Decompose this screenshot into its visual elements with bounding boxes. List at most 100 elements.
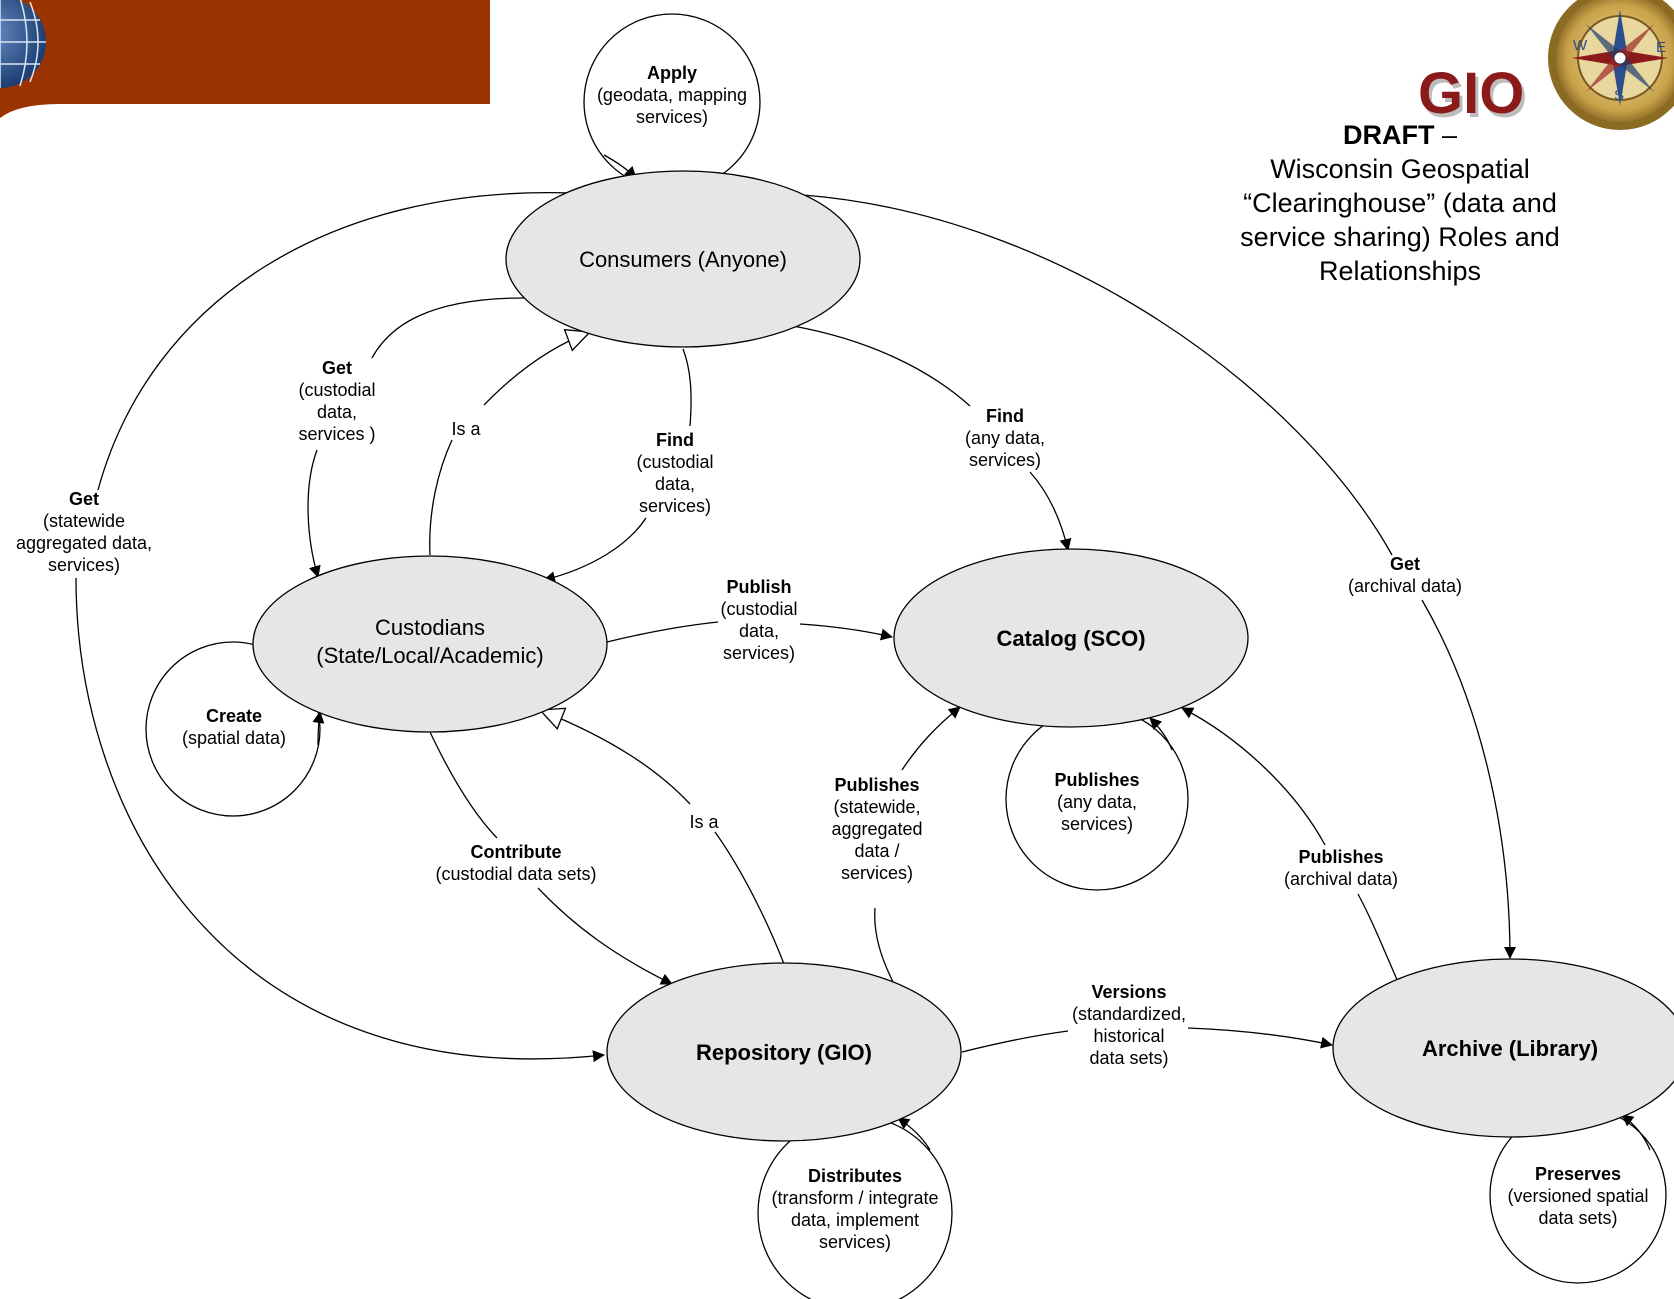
title-line-3: service sharing) Roles and xyxy=(1240,222,1560,252)
is-a-custodians-label-line-0: Is a xyxy=(451,419,481,439)
publishes-archival-label: Publishes(archival data) xyxy=(1284,847,1398,889)
title-line-2: “Clearinghouse” (data and xyxy=(1243,188,1557,218)
distributes-label-line-1: (transform / integrate xyxy=(771,1188,938,1208)
preserves-arrow xyxy=(1621,1114,1651,1151)
publishes-any-label-line-1: (any data, xyxy=(1057,792,1137,812)
contribute-label-line-0: Contribute xyxy=(471,842,562,862)
publishes-statewide-label-line-4: services) xyxy=(841,863,913,883)
archive-label-line-0: Archive (Library) xyxy=(1422,1036,1598,1061)
find-any-arrow xyxy=(1029,471,1072,551)
compass-letter-e: E xyxy=(1656,39,1666,56)
publishes-any-label: Publishes(any data,services) xyxy=(1054,770,1139,834)
compass-letter-w: W xyxy=(1573,37,1588,54)
repository-node xyxy=(606,962,962,1142)
consumers-label: Consumers (Anyone) xyxy=(579,247,787,272)
versions-label-line-0: Versions xyxy=(1091,982,1166,1002)
contribute-arrow xyxy=(537,887,673,985)
create-label: Create(spatial data) xyxy=(182,706,286,748)
create-arrow xyxy=(312,711,325,746)
custodians-label-line-0: Custodians xyxy=(375,615,485,640)
banner-shape xyxy=(0,0,490,118)
publishes-statewide-label-line-1: (statewide, xyxy=(833,797,920,817)
contribute-label: Contribute(custodial data sets) xyxy=(435,842,596,884)
publishes-archival-arrow xyxy=(1181,707,1326,846)
is-a-repository-arrow xyxy=(538,707,691,805)
get-archival-label: Get(archival data) xyxy=(1348,554,1462,596)
publishes-statewide-line xyxy=(874,907,895,985)
publish-custodial-line xyxy=(606,621,719,643)
versions-label-line-3: data sets) xyxy=(1089,1048,1168,1068)
distributes-arrow xyxy=(897,1117,931,1151)
find-custodial-line xyxy=(682,348,692,427)
preserves-label-line-0: Preserves xyxy=(1535,1164,1621,1184)
contribute-label-line-1: (custodial data sets) xyxy=(435,864,596,884)
publish-custodial-arrow xyxy=(799,623,893,641)
custodians-label-line-1: (State/Local/Academic) xyxy=(316,643,543,668)
find-any-line xyxy=(792,325,971,407)
title-draft: DRAFT xyxy=(1342,120,1435,150)
edges xyxy=(75,154,1651,1151)
archive-label: Archive (Library) xyxy=(1422,1036,1598,1061)
preserves-label-line-2: data sets) xyxy=(1538,1208,1617,1228)
versions-line xyxy=(961,1030,1069,1053)
get-archival-line xyxy=(802,194,1393,556)
labels: Consumers (Anyone) Custodians (State/Local… xyxy=(16,63,1649,1252)
header-banner xyxy=(0,0,490,118)
diagram-title: DRAFT – Wisconsin Geospatial “Clearingho… xyxy=(1200,118,1600,288)
get-archival-label-line-1: (archival data) xyxy=(1348,576,1462,596)
apply-label-line-1: (geodata, mapping xyxy=(597,85,747,105)
publishes-archival-label-line-0: Publishes xyxy=(1298,847,1383,867)
compass-letter-s: S xyxy=(1614,87,1624,104)
find-custodial-label-line-0: Find xyxy=(656,430,694,450)
apply-label-line-0: Apply xyxy=(647,63,697,83)
find-custodial-label-line-1: (custodial xyxy=(636,452,713,472)
find-custodial-label-line-3: services) xyxy=(639,496,711,516)
publish-custodial-label-line-0: Publish xyxy=(726,577,791,597)
is-a-repository-line xyxy=(714,831,785,965)
catalog-label-line-0: Catalog (SCO) xyxy=(996,626,1145,651)
get-custodial-label-line-3: services ) xyxy=(298,424,375,444)
gio-logo-shadow: GIO xyxy=(1421,65,1527,130)
repository-label: Repository (GIO) xyxy=(696,1040,872,1065)
find-any-label-line-0: Find xyxy=(986,406,1024,426)
get-custodial-label-line-1: (custodial xyxy=(298,380,375,400)
distributes-label-line-3: services) xyxy=(819,1232,891,1252)
preserves-label-line-1: (versioned spatial xyxy=(1507,1186,1648,1206)
find-custodial-label-line-2: data, xyxy=(655,474,695,494)
nodes xyxy=(252,170,1674,1142)
versions-arrow xyxy=(1187,1027,1333,1049)
archive-node xyxy=(1332,958,1674,1138)
custodians-node xyxy=(252,555,608,733)
publishes-statewide-arrow xyxy=(901,706,961,771)
title-line-1: Wisconsin Geospatial xyxy=(1270,154,1530,184)
versions-label-line-2: historical xyxy=(1093,1026,1164,1046)
gio-logo: W E S GIO GIO xyxy=(1418,0,1674,130)
find-any-label-line-2: services) xyxy=(969,450,1041,470)
is-a-custodians-label: Is a xyxy=(451,419,481,439)
find-custodial-arrow xyxy=(543,517,647,584)
get-statewide-arrow xyxy=(75,577,605,1063)
find-any-label-line-1: (any data, xyxy=(965,428,1045,448)
is-a-repository-label-line-0: Is a xyxy=(689,812,719,832)
publish-custodial-label-line-1: (custodial xyxy=(720,599,797,619)
gio-logo-text: GIO xyxy=(1418,61,1524,126)
distributes-label-line-2: data, implement xyxy=(791,1210,919,1230)
publishes-statewide-label-line-3: data / xyxy=(854,841,899,861)
title-dash: – xyxy=(1434,120,1457,150)
publishes-any-arrow xyxy=(1149,717,1173,751)
title-line-4: Relationships xyxy=(1318,256,1482,286)
consumers-node xyxy=(505,170,861,348)
get-custodial-arrow xyxy=(307,449,321,578)
publishes-any-label-line-2: services) xyxy=(1061,814,1133,834)
get-statewide-line xyxy=(97,191,573,491)
versions-label-line-1: (standardized, xyxy=(1072,1004,1186,1024)
create-label-line-1: (spatial data) xyxy=(182,728,286,748)
contribute-line xyxy=(429,731,498,839)
get-statewide-label-line-1: (statewide xyxy=(43,511,125,531)
is-a-custodians-line xyxy=(429,439,453,556)
title-line-0: DRAFT – xyxy=(1200,118,1600,152)
